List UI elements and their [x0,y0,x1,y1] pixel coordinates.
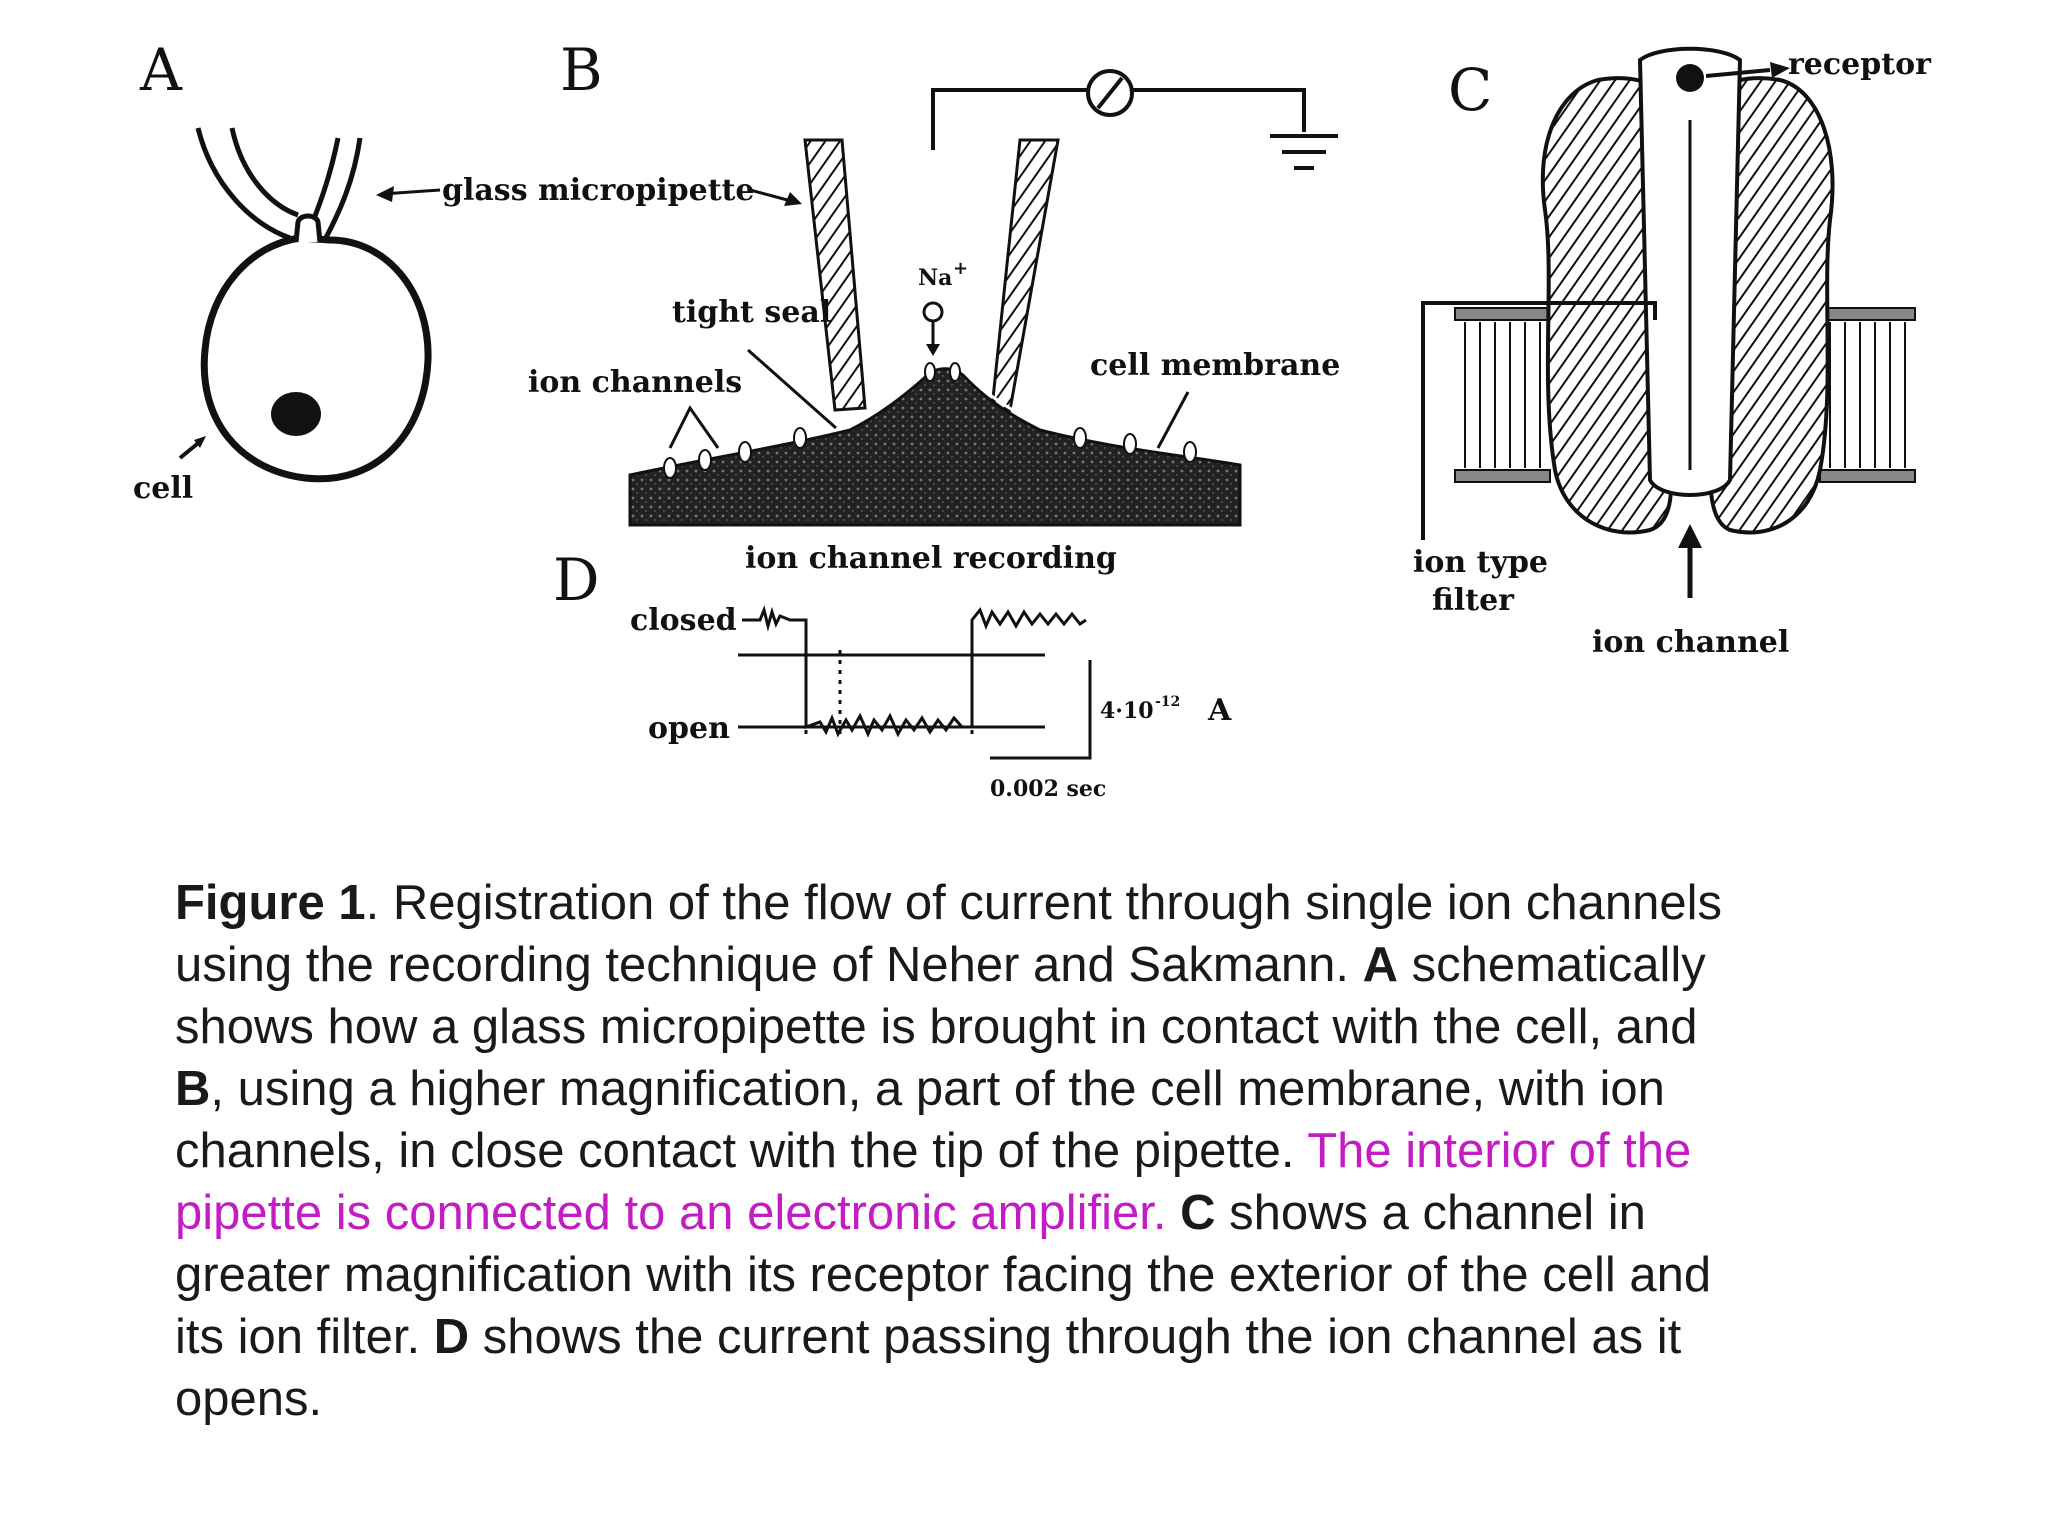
panel-a-cell-label: cell [133,471,193,506]
amplifier-circuit [931,69,1338,170]
panel-c-ion-channel-arrowhead [1678,524,1702,548]
panel-b-pipette-right-wall [990,138,1060,412]
caption-panel-c-ref: C [1180,1186,1216,1240]
caption-text-2: schematically shows how a glass micropip… [175,938,1706,1054]
panel-c-bilayer-left [1454,307,1551,483]
caption-text-3: , using a higher magnification, a part o… [175,1062,1665,1178]
panel-a-pipette-label: glass micropipette [442,173,755,208]
panel-b-ion-icon [922,301,944,323]
panel-c-bilayer-right [1819,307,1916,483]
panel-b-ion-channels-pointer [668,405,720,449]
caption-panel-b-ref: B [175,1062,211,1116]
panel-c: C recepto [1413,46,1932,660]
panel-d-open-label: open [648,711,730,746]
panel-d-scale-bar [990,660,1092,760]
panel-a-nucleus [271,392,321,436]
caption-text-6: shows the current passing through the io… [175,1310,1682,1426]
panel-d-letter: D [553,546,600,614]
panel-c-receptor-label: receptor [1788,47,1932,82]
panel-b-ion-channel-marks [663,362,1197,479]
panel-c-filter-pointer [1421,301,1657,540]
panel-d-recording-trace [738,605,1087,740]
panel-d-current-unit: A [1207,693,1232,728]
panel-b-ion-label: Na [918,265,952,291]
panel-c-receptor-icon [1676,64,1704,92]
panel-c-filter-label-line1: ion type [1413,545,1548,580]
caption-figure-label: Figure 1 [175,876,366,930]
panel-d-closed-label: closed [630,603,737,638]
panel-b-pipette-arrowhead [784,192,802,206]
panel-b-pipette-left-wall [803,138,867,412]
caption-highlight: The interior of the pipette is connected… [175,1124,1692,1240]
panel-b-tight-seal-label: tight seal [672,295,831,330]
panel-a-micropipette [195,127,363,247]
panel-c-receptor-pointer [1705,68,1771,78]
panel-b-membrane-edge [624,362,1246,470]
panel-b-ion-charge: + [953,258,968,279]
panel-d: D ion channel recording closed open 4·10… [553,541,1232,802]
panel-b-cell-membrane-label: cell membrane [1090,348,1340,383]
panel-a: A glass micropipette cell [133,36,802,506]
figure-caption: Figure 1. Registration of the flow of cu… [175,872,1735,1430]
panel-b-letter: B [560,36,603,104]
caption-text-1: . Registration of the flow of current th… [175,876,1723,992]
panel-b-tight-seal-pointer [747,348,837,430]
panel-b: B Na + [528,36,1340,527]
panel-c-letter: C [1448,56,1492,124]
panel-c-ion-channel-label: ion channel [1592,625,1789,660]
panel-b-cell-membrane-pointer [1156,391,1190,449]
panel-a-pipette-arrowhead [376,186,394,202]
panel-b-ion-channels-label: ion channels [528,365,742,400]
panel-d-time-scale: 0.002 sec [990,776,1106,802]
panel-d-title: ion channel recording [745,541,1117,576]
caption-text-4 [1166,1186,1180,1240]
caption-panel-d-ref: D [433,1310,470,1364]
caption-panel-a-ref: A [1362,938,1399,992]
panel-a-cell [200,234,432,483]
panel-a-pipette-tip [293,213,323,243]
panel-c-filter-label-line2: filter [1432,583,1515,618]
panel-a-letter: A [139,36,183,104]
panel-d-current-exponent: -12 [1155,694,1180,710]
panel-a-cell-arrowhead [194,436,206,448]
panel-d-current-scale: 4·10 [1100,698,1154,724]
caption-text-5: shows a channel in greater magnification… [175,1186,1712,1364]
panel-b-ion-arrowhead [926,344,940,356]
panel-c-receptor-arrowhead [1770,62,1790,78]
